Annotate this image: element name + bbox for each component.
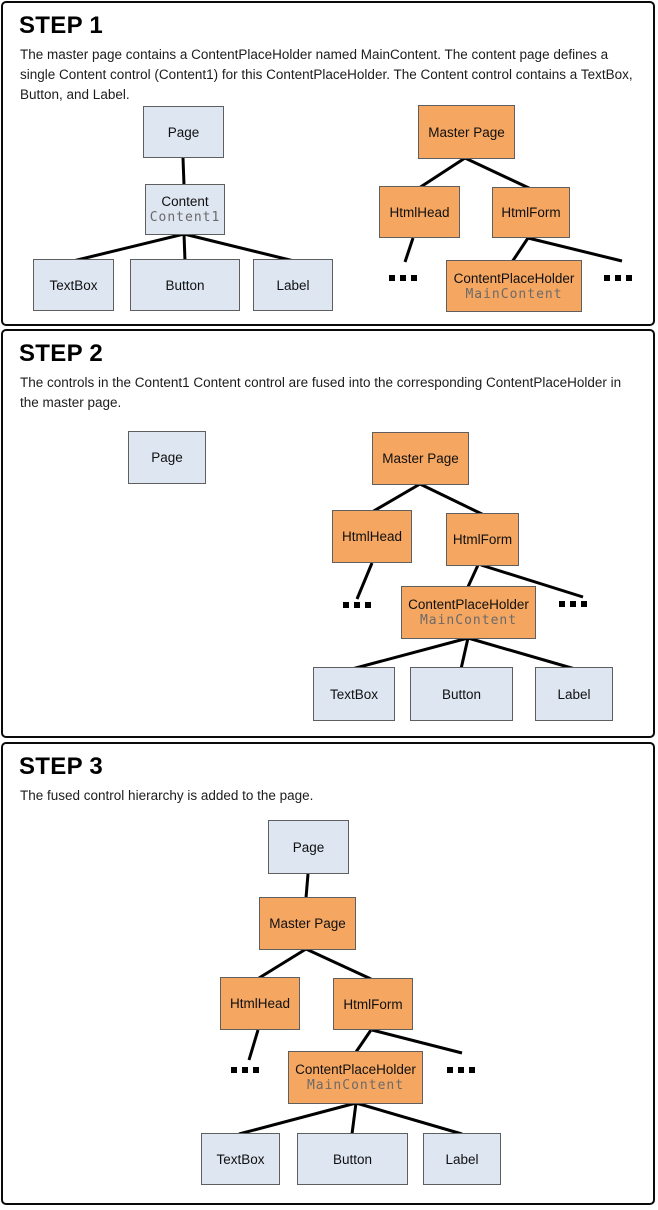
step-2-title: STEP 2	[19, 340, 104, 367]
ellipsis-icon	[559, 601, 587, 607]
s3-node-label: Label	[423, 1133, 501, 1185]
node-id-label: MainContent	[306, 1078, 405, 1093]
node-id-label: Content1	[149, 210, 221, 225]
node-label: HtmlForm	[452, 532, 513, 547]
node-label: Label	[445, 1151, 479, 1167]
node-label: ContentPlaceHolder	[408, 597, 529, 612]
node-label: ContentPlaceHolder	[453, 270, 575, 286]
s3-node-page: Page	[268, 820, 349, 874]
node-id-label: MainContent	[419, 613, 518, 628]
ellipsis-icon	[389, 275, 417, 281]
ellipsis-icon	[343, 602, 371, 608]
ellipsis-icon	[604, 275, 632, 281]
node-label: HtmlHead	[341, 529, 403, 544]
s3-node-button: Button	[297, 1133, 408, 1185]
s2-node-contentplaceholder: ContentPlaceHolder MainContent	[401, 586, 536, 639]
node-label: HtmlForm	[501, 205, 561, 220]
node-label: TextBox	[49, 277, 98, 293]
s3-node-textbox: TextBox	[201, 1133, 280, 1185]
s1-node-htmlform: HtmlForm	[492, 187, 570, 238]
node-label: Page	[292, 839, 325, 855]
node-label: TextBox	[216, 1151, 265, 1167]
s1-node-page: Page	[143, 106, 224, 158]
s1-node-htmlhead: HtmlHead	[379, 186, 460, 238]
step-3-title: STEP 3	[19, 753, 104, 780]
s2-node-master-page: Master Page	[372, 432, 469, 485]
node-label: Page	[151, 450, 183, 465]
node-label: Master Page	[428, 124, 505, 140]
s3-node-htmlhead: HtmlHead	[220, 977, 300, 1030]
s3-node-contentplaceholder: ContentPlaceHolder MainContent	[288, 1051, 423, 1104]
node-label: HtmlForm	[343, 996, 403, 1012]
node-label: Page	[167, 124, 200, 140]
step-1-title: STEP 1	[19, 12, 104, 39]
node-label: Button	[441, 686, 482, 702]
node-label: Label	[557, 686, 591, 702]
node-label: Button	[165, 277, 205, 293]
s3-node-htmlform: HtmlForm	[333, 978, 413, 1030]
s2-node-htmlform: HtmlForm	[446, 513, 519, 566]
node-label: Master Page	[269, 916, 346, 931]
s1-node-content: Content Content1	[145, 184, 225, 235]
s3-node-master-page: Master Page	[259, 897, 356, 950]
node-label: Content	[161, 194, 209, 209]
s1-node-master-page: Master Page	[418, 105, 515, 159]
s1-node-label: Label	[253, 259, 333, 311]
s2-node-button: Button	[410, 667, 513, 721]
node-label: Button	[332, 1151, 373, 1167]
node-label: Label	[276, 277, 310, 293]
ellipsis-icon	[447, 1067, 475, 1073]
step-1-description: The master page contains a ContentPlaceH…	[20, 47, 633, 102]
step-3-description: The fused control hierarchy is added to …	[20, 788, 314, 803]
node-label: ContentPlaceHolder	[295, 1062, 416, 1077]
s2-node-textbox: TextBox	[313, 667, 395, 721]
node-label: Master Page	[382, 451, 459, 466]
s2-node-htmlhead: HtmlHead	[332, 510, 412, 563]
node-label: HtmlHead	[389, 204, 450, 220]
s1-node-button: Button	[130, 259, 240, 311]
s1-node-contentplaceholder: ContentPlaceHolder MainContent	[446, 260, 582, 312]
node-id-label: MainContent	[465, 286, 563, 302]
node-label: TextBox	[329, 686, 379, 702]
s2-node-label: Label	[535, 667, 613, 721]
step-2-description: The controls in the Content1 Content con…	[20, 375, 622, 410]
s2-node-page: Page	[128, 431, 206, 484]
s1-node-textbox: TextBox	[33, 259, 114, 311]
ellipsis-icon	[231, 1067, 259, 1073]
node-label: HtmlHead	[229, 996, 291, 1011]
